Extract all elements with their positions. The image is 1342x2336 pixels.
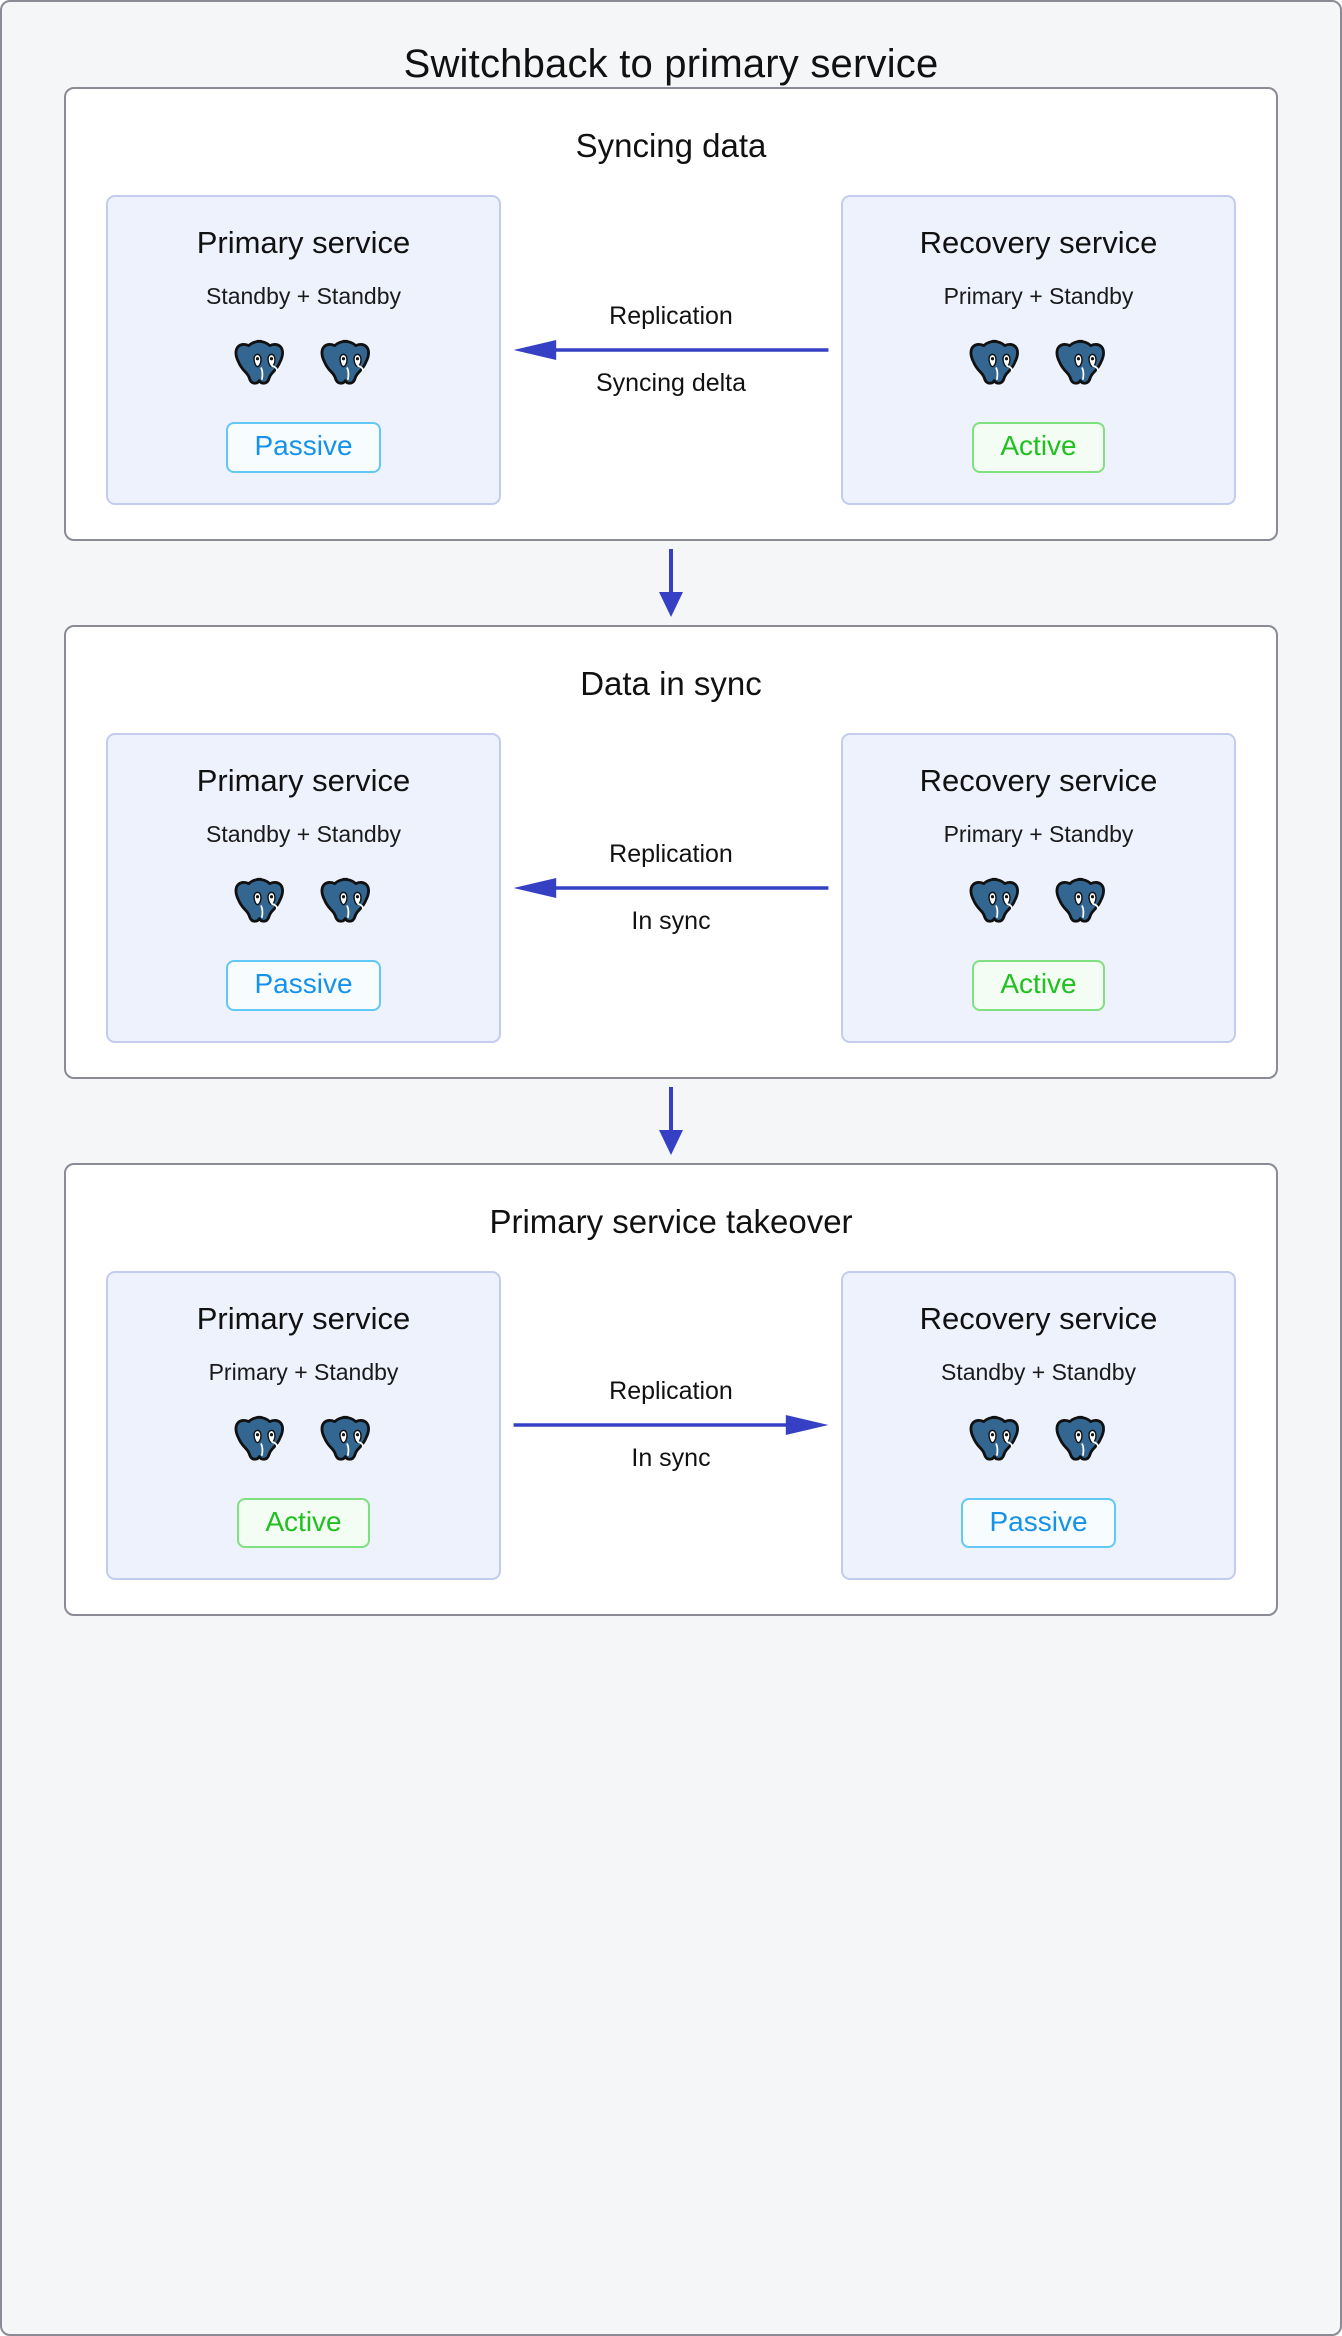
- arrow-left-icon: [513, 339, 829, 360]
- service-box-primary[interactable]: Primary service Primary + Standby: [106, 1270, 501, 1581]
- stage-connector: [64, 1079, 1278, 1163]
- status-badge: Active: [972, 422, 1105, 473]
- postgres-elephant-icon: [234, 1415, 284, 1461]
- service-box-recovery[interactable]: Recovery service Primary + Standby: [841, 195, 1236, 505]
- node-row: [233, 1412, 375, 1468]
- postgres-elephant-icon: [320, 1415, 370, 1461]
- replication-link: Replication Syncing delta: [501, 195, 841, 505]
- service-roles: Primary + Standby: [208, 1358, 399, 1385]
- node-row: [233, 336, 375, 392]
- page-title: Switchback to primary service: [403, 42, 939, 86]
- replication-link: Replication In sync: [501, 1271, 841, 1581]
- stage-panel-primary-service-takeover: Primary service takeover Primary service…: [64, 1162, 1278, 1617]
- link-label-top: Replication: [609, 1377, 733, 1406]
- service-name: Recovery service: [919, 225, 1158, 260]
- stage-title: Data in sync: [580, 664, 762, 702]
- stage-title: Primary service takeover: [489, 1202, 853, 1240]
- postgres-elephant-icon: [234, 877, 284, 923]
- postgres-elephant-icon: [234, 339, 284, 385]
- node-row: [968, 874, 1110, 930]
- service-roles: Standby + Standby: [205, 820, 401, 847]
- postgres-elephant-icon: [320, 339, 370, 385]
- postgres-elephant-icon: [1055, 1415, 1105, 1461]
- service-box-recovery[interactable]: Recovery service Standby + Standby: [841, 1270, 1236, 1581]
- service-roles: Primary + Standby: [943, 283, 1134, 309]
- node-row: [233, 874, 375, 930]
- node-row: [968, 336, 1110, 392]
- arrow-down-icon: [659, 1086, 683, 1155]
- link-label-bottom: Syncing delta: [595, 368, 747, 397]
- service-name: Primary service: [196, 1300, 411, 1336]
- stage-title: Syncing data: [575, 127, 767, 164]
- status-badge: Passive: [226, 959, 381, 1011]
- replication-link: Replication In sync: [501, 733, 841, 1043]
- stage-list: Syncing data Primary service Standby + S…: [2, 87, 1340, 1617]
- status-badge: Active: [972, 959, 1105, 1011]
- service-roles: Standby + Standby: [940, 1358, 1136, 1385]
- node-row: [968, 1412, 1110, 1468]
- service-box-primary[interactable]: Primary service Standby + Standby: [106, 195, 501, 505]
- link-label-bottom: In sync: [631, 1444, 711, 1473]
- service-name: Primary service: [196, 762, 411, 798]
- service-box-recovery[interactable]: Recovery service Primary + Standby: [841, 732, 1236, 1043]
- postgres-elephant-icon: [1055, 339, 1105, 385]
- postgres-elephant-icon: [1055, 877, 1105, 923]
- postgres-elephant-icon: [969, 1415, 1019, 1461]
- postgres-elephant-icon: [969, 339, 1019, 385]
- service-box-primary[interactable]: Primary service Standby + Standby: [106, 732, 501, 1043]
- service-name: Primary service: [196, 225, 411, 260]
- link-label-top: Replication: [609, 301, 733, 330]
- stage-body: Primary service Standby + Standby: [106, 195, 1236, 505]
- stage-panel-data-in-sync: Data in sync Primary service Standby + S…: [64, 624, 1278, 1079]
- arrow-right-icon: [513, 1415, 829, 1436]
- status-badge: Passive: [226, 422, 381, 473]
- service-name: Recovery service: [919, 762, 1158, 798]
- stage-body: Primary service Primary + Standby: [106, 1270, 1236, 1581]
- status-badge: Passive: [961, 1497, 1116, 1549]
- arrow-down-icon: [659, 548, 683, 617]
- arrow-left-icon: [513, 877, 829, 898]
- stage-body: Primary service Standby + Standby: [106, 732, 1236, 1043]
- postgres-elephant-icon: [969, 877, 1019, 923]
- service-roles: Standby + Standby: [205, 283, 401, 309]
- service-name: Recovery service: [919, 1300, 1158, 1336]
- status-badge: Active: [237, 1497, 370, 1549]
- link-label-top: Replication: [609, 839, 733, 868]
- stage-connector: [64, 541, 1278, 625]
- stage-panel-syncing-data: Syncing data Primary service Standby + S…: [64, 87, 1278, 541]
- postgres-elephant-icon: [320, 877, 370, 923]
- service-roles: Primary + Standby: [943, 820, 1134, 847]
- link-label-bottom: In sync: [631, 906, 711, 935]
